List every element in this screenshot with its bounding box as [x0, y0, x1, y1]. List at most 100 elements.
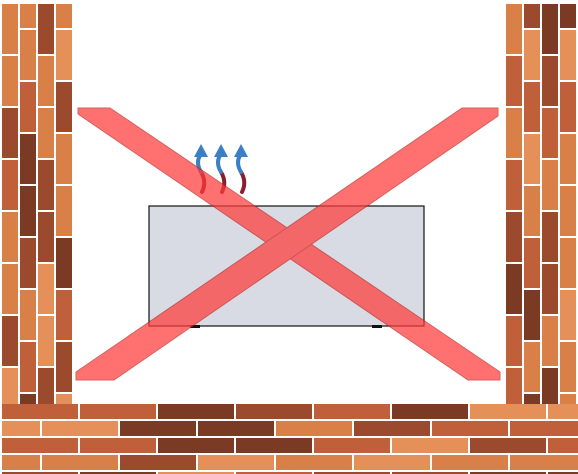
brick	[506, 316, 522, 366]
brick	[38, 368, 54, 404]
brick	[158, 438, 234, 453]
brick	[524, 394, 540, 404]
brick	[2, 212, 18, 262]
brick	[38, 108, 54, 158]
brick	[276, 455, 352, 470]
brick	[38, 160, 54, 210]
brick	[560, 394, 576, 404]
brick	[392, 438, 468, 453]
brick	[20, 134, 36, 184]
brick	[542, 368, 558, 404]
brick	[470, 438, 546, 453]
brick	[524, 342, 540, 392]
brick	[354, 421, 430, 436]
brick	[524, 4, 540, 28]
brick	[2, 108, 18, 158]
brick	[2, 264, 18, 314]
brick	[2, 404, 78, 419]
brick	[120, 421, 196, 436]
brick	[38, 56, 54, 106]
brick	[506, 160, 522, 210]
brick	[80, 404, 156, 419]
brick	[56, 4, 72, 28]
brick	[120, 455, 196, 470]
brick	[542, 108, 558, 158]
brick	[2, 368, 18, 404]
heater-foot-right	[372, 325, 382, 328]
brick	[56, 238, 72, 288]
brick	[198, 455, 274, 470]
brick	[38, 264, 54, 314]
brick	[236, 438, 312, 453]
brick	[80, 438, 156, 453]
brick	[38, 316, 54, 366]
brick	[560, 238, 576, 288]
brick	[314, 438, 390, 453]
brick	[56, 82, 72, 132]
brick	[506, 4, 522, 54]
brick	[354, 455, 430, 470]
brick	[2, 455, 40, 470]
brick	[56, 186, 72, 236]
brick	[198, 421, 274, 436]
brick	[506, 264, 522, 314]
brick	[542, 56, 558, 106]
brick	[20, 4, 36, 28]
brick	[524, 134, 540, 184]
brick	[432, 455, 508, 470]
brick	[542, 264, 558, 314]
brick	[524, 186, 540, 236]
brick	[560, 82, 576, 132]
brick	[506, 368, 522, 404]
brick	[506, 56, 522, 106]
brick	[20, 290, 36, 340]
brick	[38, 4, 54, 54]
brick	[56, 30, 72, 80]
brick	[560, 342, 576, 392]
brick	[2, 438, 78, 453]
brick	[524, 30, 540, 80]
brick	[56, 134, 72, 184]
brick	[20, 238, 36, 288]
brick	[2, 56, 18, 106]
brick	[524, 82, 540, 132]
brick	[548, 404, 578, 419]
brick	[506, 108, 522, 158]
brick	[510, 421, 578, 436]
brick	[392, 404, 468, 419]
brick	[560, 30, 576, 80]
brick	[432, 421, 508, 436]
brick	[560, 290, 576, 340]
brick	[470, 404, 546, 419]
brick	[20, 342, 36, 392]
brick	[56, 394, 72, 404]
brick	[542, 4, 558, 54]
brick	[524, 238, 540, 288]
brick	[560, 134, 576, 184]
brick	[2, 316, 18, 366]
brick	[2, 421, 40, 436]
brick	[560, 4, 576, 28]
brick-floor	[2, 404, 578, 474]
brick	[276, 421, 352, 436]
brick	[42, 421, 118, 436]
brick	[314, 404, 390, 419]
brick	[56, 290, 72, 340]
brick	[548, 438, 578, 453]
brick	[542, 160, 558, 210]
brick	[236, 404, 312, 419]
brick	[542, 316, 558, 366]
brick	[20, 82, 36, 132]
brick	[20, 186, 36, 236]
brick	[542, 212, 558, 262]
brick	[506, 212, 522, 262]
brick	[20, 394, 36, 404]
brick	[158, 404, 234, 419]
brick	[56, 342, 72, 392]
brick	[2, 160, 18, 210]
brick	[38, 212, 54, 262]
brick	[524, 290, 540, 340]
brick	[42, 455, 118, 470]
brick	[510, 455, 578, 470]
